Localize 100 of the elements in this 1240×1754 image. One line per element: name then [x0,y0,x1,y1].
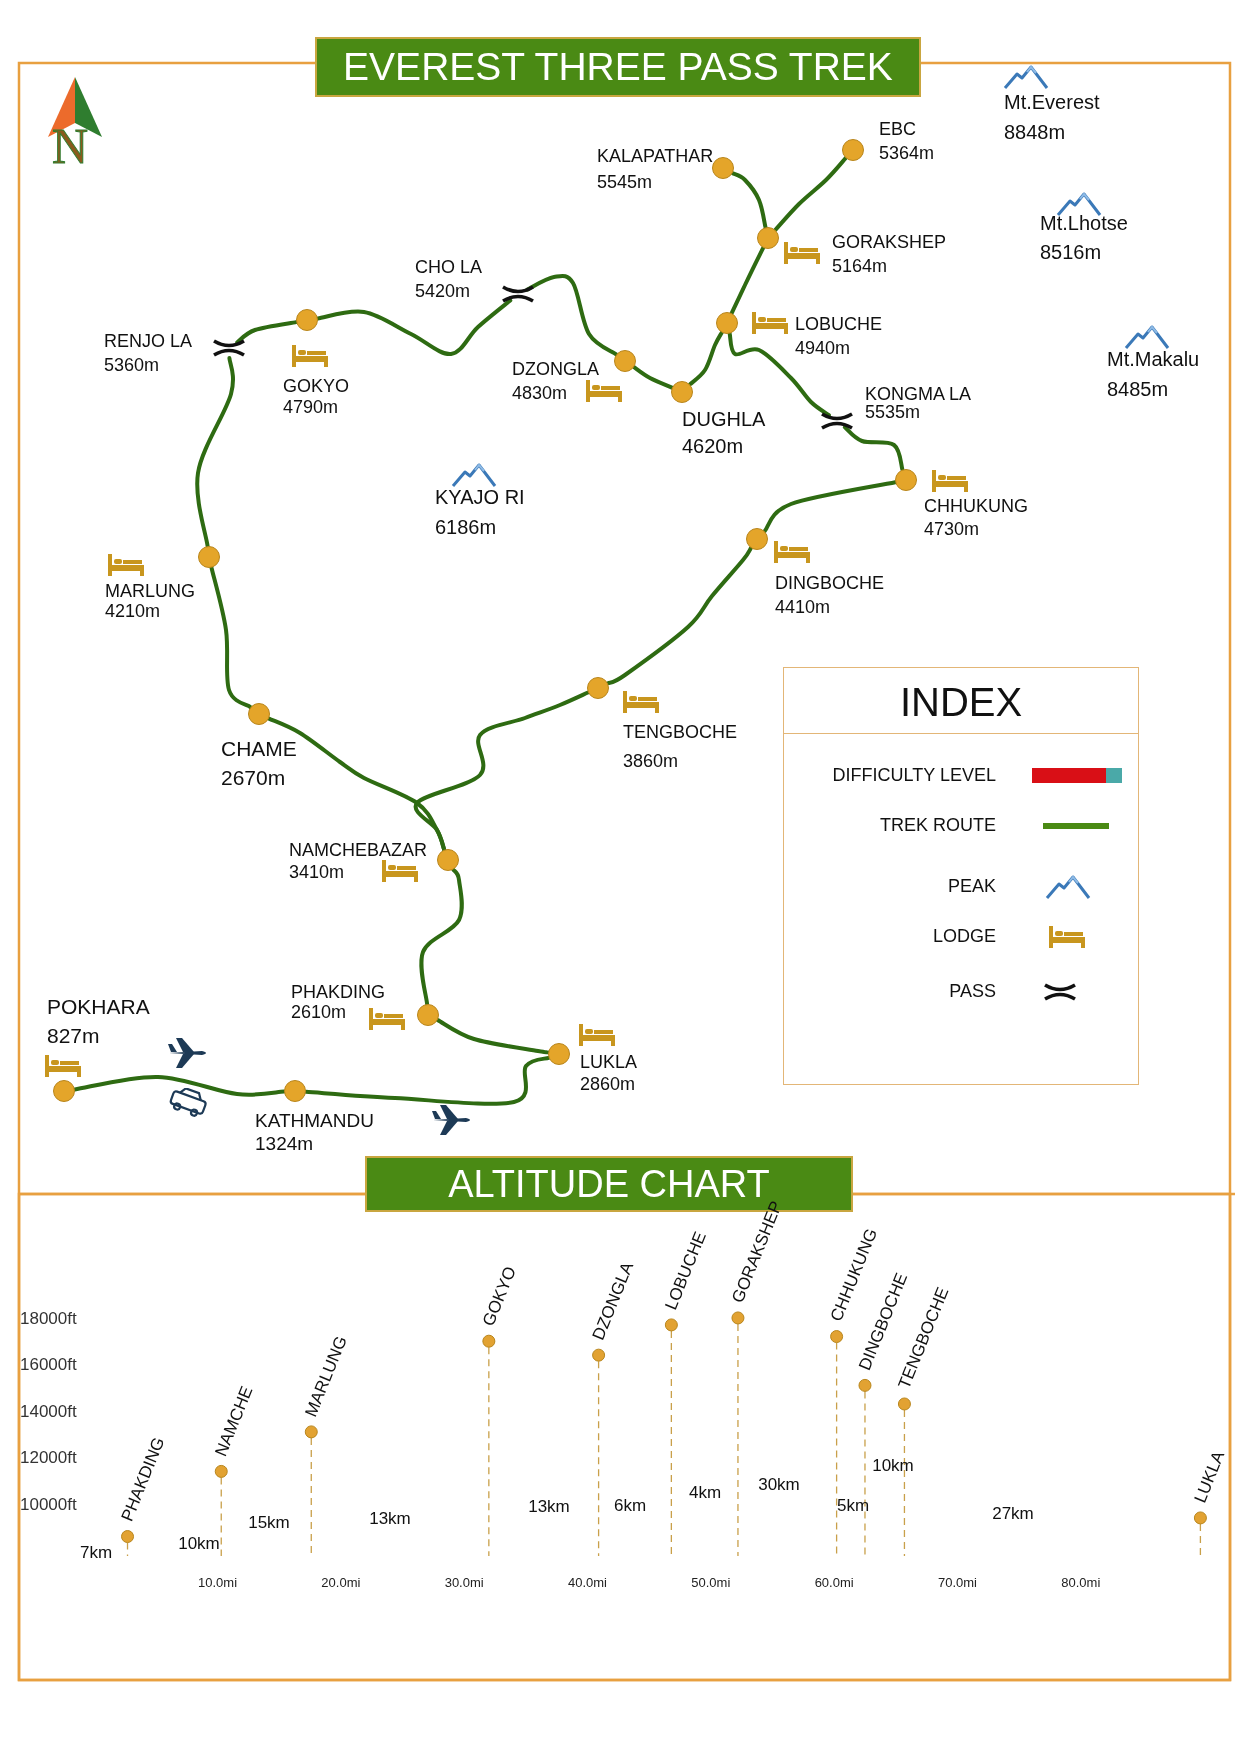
point [664,1318,678,1332]
distance-label: 7km [79,1543,113,1562]
peak-altitude: 8485m [1107,379,1169,399]
chart-title: ALTITUDE CHART [448,1163,770,1205]
point [214,1464,228,1478]
trail-route [525,273,619,357]
trail-route [687,330,724,387]
point [304,1425,318,1439]
place-name: EBC [879,120,916,139]
trail-route [315,298,513,356]
altitude-label: 4940m [795,339,851,358]
altitude-label: 4730m [924,520,980,539]
trail-route [727,331,831,418]
trail-route [729,245,766,316]
axis-tick-label: 50.0mi [691,1575,731,1590]
altitude-label: 2670m [221,767,286,789]
altitude-label: 827m [47,1025,100,1047]
trail-route [419,867,464,1006]
axis-tick-label: 80.0mi [1061,1575,1101,1590]
place-name: CHHUKUNG [924,497,1028,516]
peak-altitude: 8516m [1040,242,1102,262]
stop-marker [296,309,318,331]
stop-marker [53,1080,75,1102]
stop-marker [712,157,734,179]
altitude-label: 3410m [289,863,345,882]
axis-tick-label: 10.0mi [198,1575,238,1590]
trail-route [605,546,753,686]
stop-marker [746,528,768,550]
peak-name: KYAJO RI [435,487,525,507]
place-name: PHAKDING [291,983,386,1002]
trail-route [773,156,848,232]
peak-name: Mt.Makalu [1107,349,1200,369]
legend-label: PASS [949,982,996,1000]
peak-altitude: 6186m [435,517,497,537]
altitude-label: 1324m [255,1133,314,1153]
place-name: LUKLA [580,1053,638,1072]
point [592,1348,606,1362]
axis-tick-label: 16000ft [20,1355,77,1375]
legend-label: DIFFICULTY LEVEL [832,766,996,784]
place-name: LOBUCHE [795,315,883,334]
stop-marker [895,469,917,491]
point [121,1530,135,1544]
place-name: GORAKSHEP [832,233,947,252]
stop-marker [614,350,636,372]
axis-tick-label: 14000ft [20,1401,77,1421]
altitude-label: 4210m [105,602,161,621]
point [858,1378,872,1392]
altitude-label: 4620m [682,436,744,456]
place-name: DINGBOCHE [775,574,884,593]
legend-label: PEAK [947,877,996,895]
altitude-label: 5420m [415,282,471,301]
axis-tick-label: 20.0mi [321,1575,361,1590]
axis-tick-label: 10000ft [20,1494,77,1514]
distance-label: 10km [178,1534,220,1553]
legend-panel [783,667,1139,1085]
distance-label: 13km [528,1497,570,1516]
compass-letter: N [52,120,89,171]
peak-altitude: 8848m [1004,122,1066,142]
legend-label: TREK ROUTE [880,816,996,834]
trail-route [209,565,253,710]
stop-marker [757,227,779,249]
stop-marker [437,849,459,871]
place-name: POKHARA [47,996,150,1018]
legend-label: LODGE [932,927,996,945]
distance-label: 6km [613,1496,647,1515]
altitude-label: 5360m [104,356,160,375]
axis-tick-label: 18000ft [20,1308,77,1328]
place-name: DZONGLA [512,360,599,379]
trail-route [842,425,905,472]
distance-label: 15km [248,1513,290,1532]
stop-marker [842,139,864,161]
trail-route [632,365,674,390]
trail-route [72,1075,286,1097]
axis-tick-label: 12000ft [20,1448,77,1468]
stop-marker [587,677,609,699]
stop-marker [248,703,270,725]
stop-marker [198,546,220,568]
trail-route [730,171,768,230]
altitude-label: 2610m [291,1003,347,1022]
place-name: TENGBOCHE [623,723,737,742]
altitude-label: 5545m [597,173,653,192]
distance-label: 27km [992,1504,1034,1523]
point [482,1334,496,1348]
place-name: CHAME [221,738,297,760]
trail-route [304,1055,551,1106]
altitude-label: 4410m [775,598,831,617]
peak-name: Mt.Everest [1004,92,1100,112]
altitude-label: 5164m [832,257,888,276]
stop-marker [671,381,693,403]
peak-name: Mt.Lhotse [1040,213,1128,233]
place-name: CHO LA [415,258,483,277]
altitude-label: 2860m [580,1075,636,1094]
place-name: RENJO LA [104,332,193,351]
distance-label: 10km [872,1456,914,1475]
distance-label: 13km [369,1509,411,1528]
trail-route [413,690,590,852]
place-name: MARLUNG [105,582,195,601]
stop-marker [716,312,738,334]
diagram-title: EVEREST THREE PASS TREK [343,45,893,89]
place-name: KATHMANDU [255,1110,374,1130]
